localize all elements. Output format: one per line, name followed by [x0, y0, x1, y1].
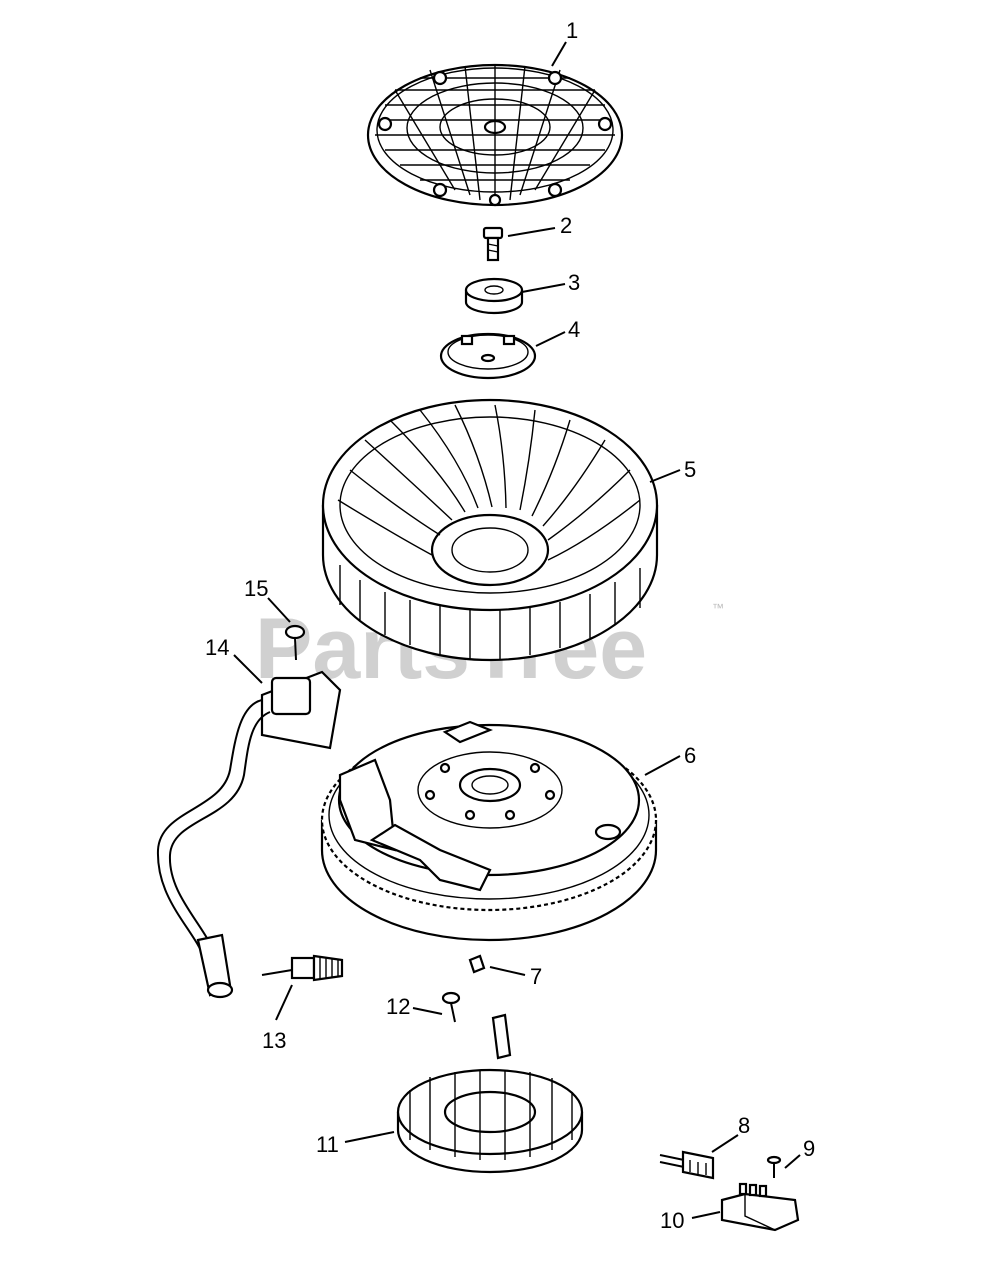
watermark-trademark: ™	[712, 601, 724, 615]
part-12-drawing[interactable]	[441, 991, 461, 1023]
callout-6: 6	[684, 743, 696, 768]
part-3-drawing[interactable]	[464, 277, 524, 315]
part-13-drawing[interactable]	[261, 954, 344, 982]
leader-lines	[233, 41, 801, 1219]
callout-10: 10	[660, 1208, 684, 1233]
callout-11: 11	[316, 1132, 339, 1157]
callout-9: 9	[803, 1136, 815, 1161]
part-6-drawing[interactable]	[320, 720, 658, 942]
part-1-drawing[interactable]	[366, 63, 624, 207]
part-11-drawing[interactable]	[396, 1013, 584, 1174]
part-2-drawing[interactable]	[482, 226, 504, 262]
callout-2: 2	[560, 213, 572, 238]
callout-3: 3	[568, 270, 580, 295]
callout-7: 7	[530, 964, 542, 989]
part-7-drawing[interactable]	[468, 954, 486, 974]
callout-12: 12	[386, 994, 410, 1019]
callout-13: 13	[262, 1028, 286, 1053]
part-9-drawing[interactable]	[766, 1155, 782, 1178]
callout-1: 1	[566, 18, 578, 43]
callout-5: 5	[684, 457, 696, 482]
callout-14: 14	[205, 635, 229, 660]
part-10-drawing[interactable]	[720, 1182, 800, 1232]
callout-8: 8	[738, 1113, 750, 1138]
part-14-drawing[interactable]	[156, 670, 342, 999]
part-15-drawing[interactable]	[284, 624, 306, 661]
part-4-drawing[interactable]	[439, 332, 537, 380]
callout-4: 4	[568, 317, 580, 342]
part-5-drawing[interactable]	[321, 398, 659, 662]
callout-15: 15	[244, 576, 268, 601]
part-8-drawing[interactable]	[659, 1150, 715, 1180]
